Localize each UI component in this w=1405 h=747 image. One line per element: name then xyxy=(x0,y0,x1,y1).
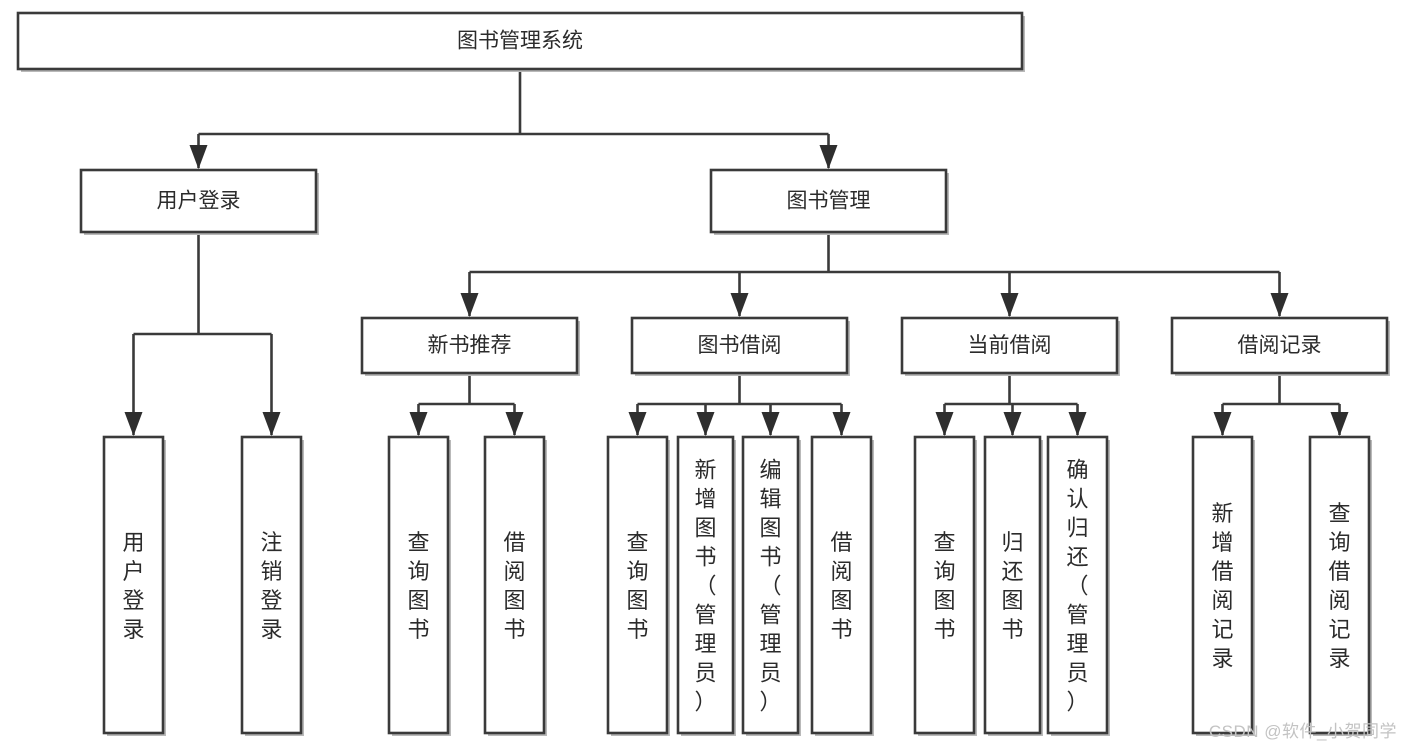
node-label: 用户登录 xyxy=(157,190,241,213)
node-leaf-edit-book[interactable]: 编辑图书（管理员） xyxy=(741,435,801,736)
node-label: 查询图书 xyxy=(626,530,648,642)
node-box xyxy=(900,316,1119,375)
node-label: 编辑图书（管理员） xyxy=(759,458,781,715)
node-leaf-return-book[interactable]: 归还图书 xyxy=(983,435,1043,736)
node-box xyxy=(360,316,579,375)
node-leaf-add-record[interactable]: 新增借阅记录 xyxy=(1191,435,1255,736)
node-leaf-query-book-2[interactable]: 查询图书 xyxy=(606,435,670,736)
node-label: 图书管理 xyxy=(787,190,871,213)
node-leaf-confirm-return[interactable]: 确认归还（管理员） xyxy=(1046,435,1110,736)
node-leaf-borrow-book-2[interactable]: 借阅图书 xyxy=(810,435,874,736)
node-label: 借阅图书 xyxy=(503,530,525,642)
node-box xyxy=(1308,435,1371,735)
node-leaf-query-record[interactable]: 查询借阅记录 xyxy=(1308,435,1372,736)
node-box xyxy=(16,11,1024,71)
connectors-layer xyxy=(124,69,1349,436)
node-borrow-record[interactable]: 借阅记录 xyxy=(1170,316,1390,376)
node-box xyxy=(810,435,873,735)
node-label: 用户登录 xyxy=(122,530,144,642)
node-leaf-query-book-3[interactable]: 查询图书 xyxy=(913,435,977,736)
node-leaf-logout[interactable]: 注销登录 xyxy=(240,435,304,736)
node-current-borrow[interactable]: 当前借阅 xyxy=(900,316,1120,376)
node-root[interactable]: 图书管理系统 xyxy=(16,11,1025,72)
node-box xyxy=(1170,316,1389,375)
node-box xyxy=(79,168,318,234)
node-book-management[interactable]: 图书管理 xyxy=(709,168,949,235)
node-label: 归还图书 xyxy=(1001,530,1023,642)
node-box xyxy=(483,435,546,735)
csdn-watermark: CSDN @软件_小贺同学 xyxy=(1208,722,1397,741)
node-new-book-recommend[interactable]: 新书推荐 xyxy=(360,316,580,376)
node-box xyxy=(630,316,849,375)
node-box xyxy=(913,435,976,735)
node-user-login[interactable]: 用户登录 xyxy=(79,168,319,235)
node-label: 新书推荐 xyxy=(428,334,512,357)
node-label: 查询图书 xyxy=(407,530,429,642)
node-box xyxy=(606,435,669,735)
node-label: 图书借阅 xyxy=(698,334,782,357)
node-label: 注销登录 xyxy=(260,530,282,642)
node-leaf-add-book[interactable]: 新增图书（管理员） xyxy=(676,435,736,736)
node-box xyxy=(102,435,165,735)
node-box xyxy=(1046,435,1109,735)
node-label: 查询借阅记录 xyxy=(1328,501,1350,671)
node-label: 图书管理系统 xyxy=(457,30,583,53)
node-label: 借阅图书 xyxy=(830,530,852,642)
node-label: 新增图书（管理员） xyxy=(694,458,716,715)
node-leaf-query-book-1[interactable]: 查询图书 xyxy=(387,435,451,736)
node-box xyxy=(676,435,735,735)
node-leaf-user-login[interactable]: 用户登录 xyxy=(102,435,166,736)
node-label: 当前借阅 xyxy=(968,334,1052,357)
node-label: 借阅记录 xyxy=(1238,334,1322,357)
node-label: 新增借阅记录 xyxy=(1211,501,1233,671)
node-box xyxy=(741,435,800,735)
node-label: 查询图书 xyxy=(933,530,955,642)
node-box xyxy=(387,435,450,735)
node-leaf-borrow-book-1[interactable]: 借阅图书 xyxy=(483,435,547,736)
node-box xyxy=(983,435,1042,735)
node-book-borrow[interactable]: 图书借阅 xyxy=(630,316,850,376)
node-label: 确认归还（管理员） xyxy=(1066,458,1088,715)
node-box xyxy=(240,435,303,735)
node-box xyxy=(1191,435,1254,735)
node-box xyxy=(709,168,948,234)
nodes-layer: 图书管理系统用户登录图书管理新书推荐图书借阅当前借阅借阅记录用户登录注销登录查询… xyxy=(16,11,1390,736)
